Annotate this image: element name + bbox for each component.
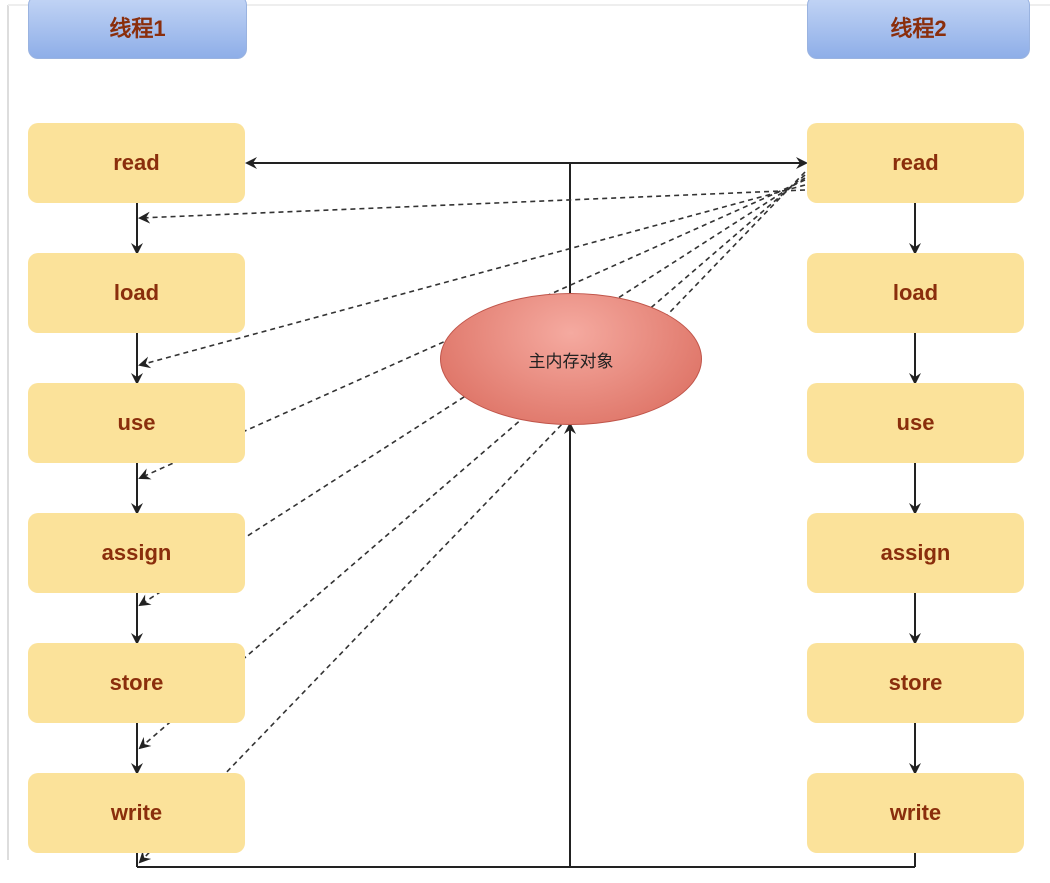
thread1-step-write: write	[28, 773, 245, 853]
thread2-step-read: read	[807, 123, 1024, 203]
thread1-header: 线程1	[28, 0, 247, 59]
thread1-step-assign: assign	[28, 513, 245, 593]
thread2-step-assign: assign	[807, 513, 1024, 593]
dashed-sync-arrow	[138, 177, 806, 607]
dashed-sync-arrow	[138, 171, 806, 864]
thread2-header: 线程2	[807, 0, 1030, 59]
thread1-step-read: read	[28, 123, 245, 203]
dashed-sync-arrow	[138, 184, 806, 369]
main-memory-object: 主内存对象	[440, 293, 702, 425]
thread1-step-use: use	[28, 383, 245, 463]
dashed-sync-arrow	[138, 189, 806, 224]
thread2-step-write: write	[807, 773, 1024, 853]
thread2-step-use: use	[807, 383, 1024, 463]
thread1-step-store: store	[28, 643, 245, 723]
thread2-step-store: store	[807, 643, 1024, 723]
thread1-step-load: load	[28, 253, 245, 333]
dashed-sync-arrow	[138, 174, 806, 750]
thread2-step-load: load	[807, 253, 1024, 333]
